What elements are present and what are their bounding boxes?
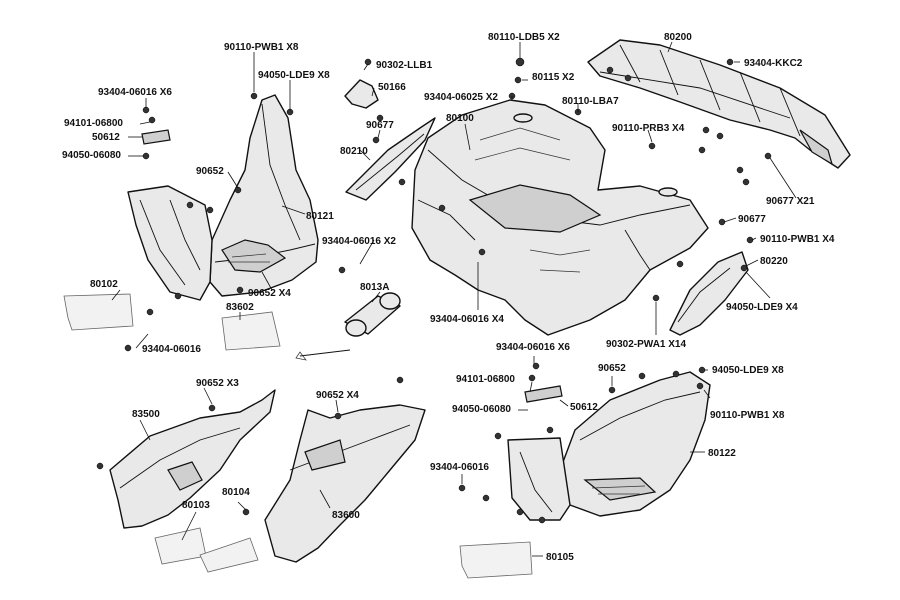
side-panel-80210 xyxy=(345,117,436,201)
label-93404-06016-x6-right: 93404-06016 X6 xyxy=(496,342,570,353)
label-93404-06016-left: 93404-06016 xyxy=(142,344,201,355)
label-94101-06800-right: 94101-06800 xyxy=(456,374,515,385)
label-83600: 83600 xyxy=(332,510,360,521)
label-80100: 80100 xyxy=(446,113,474,124)
label-80210: 80210 xyxy=(340,146,368,157)
label-80122: 80122 xyxy=(708,448,736,459)
label-90652-x3: 90652 X3 xyxy=(196,378,239,389)
label-83500: 83500 xyxy=(132,409,160,420)
label-93404-06016-x4: 93404-06016 X4 xyxy=(430,314,504,325)
side-panel-80220 xyxy=(669,251,749,336)
part-labels: 90110-PWB1 X8 94050-LDE9 X8 93404-06016 … xyxy=(62,32,835,563)
label-90652-left: 90652 xyxy=(196,166,224,177)
label-93404-06025-x2: 93404-06025 X2 xyxy=(424,92,498,103)
label-94050-lde9-x4: 94050-LDE9 X4 xyxy=(726,302,798,313)
label-80104: 80104 xyxy=(222,487,250,498)
strip-50612-right xyxy=(524,385,563,403)
label-90652-x4-left: 90652 X4 xyxy=(248,288,291,299)
label-93404-06016-x6-left: 93404-06016 X6 xyxy=(98,87,172,98)
label-8013A: 8013A xyxy=(360,282,389,293)
label-94050-lde9-x8-right: 94050-LDE9 X8 xyxy=(712,365,784,376)
label-80220: 80220 xyxy=(760,256,788,267)
label-90652-x4-mid: 90652 X4 xyxy=(316,390,359,401)
front-fender-83500 xyxy=(109,389,276,529)
label-80121: 80121 xyxy=(306,211,334,222)
rear-rack-cover-80200 xyxy=(587,39,851,169)
protective-mat-80102 xyxy=(63,293,134,331)
label-80200: 80200 xyxy=(664,32,692,43)
label-90110-pwb1-x8-right: 90110-PWB1 X8 xyxy=(710,410,785,421)
label-90652-right: 90652 xyxy=(598,363,626,374)
label-90677-left: 90677 xyxy=(366,120,394,131)
label-90110-pwb1-x8-left: 90110-PWB1 X8 xyxy=(224,42,299,53)
label-50166: 50166 xyxy=(378,82,406,93)
left-footrest-fender-80121 xyxy=(209,94,319,297)
label-94101-06800-left: 94101-06800 xyxy=(64,118,123,129)
label-83602: 83602 xyxy=(226,302,254,313)
label-80103: 80103 xyxy=(182,500,210,511)
label-50612-left: 50612 xyxy=(92,132,120,143)
protective-mat-80103 xyxy=(154,527,207,565)
label-94050-lde9-x8-left: 94050-LDE9 X8 xyxy=(258,70,330,81)
label-80102: 80102 xyxy=(90,279,118,290)
label-90302-llb1: 90302-LLB1 xyxy=(376,60,433,71)
label-90110-prb3-x4: 90110-PRB3 X4 xyxy=(612,123,685,134)
label-90677-x21: 90677 X21 xyxy=(766,196,815,207)
rear-fender-80100 xyxy=(411,99,709,336)
label-80115-x2: 80115 X2 xyxy=(532,72,575,83)
front-fender-83600 xyxy=(264,404,426,563)
label-80105: 80105 xyxy=(546,552,574,563)
label-90302-pwa1-x14: 90302-PWA1 X14 xyxy=(606,339,686,350)
tool-kit-8013A xyxy=(295,292,401,361)
label-93404-kkc2: 93404-KKC2 xyxy=(744,58,803,69)
foam-pad-83602 xyxy=(221,311,281,351)
fasteners xyxy=(96,57,772,524)
right-mudguard-80122 xyxy=(507,437,571,521)
protective-mat-80104 xyxy=(199,537,259,573)
label-93404-06016-x2: 93404-06016 X2 xyxy=(322,236,396,247)
left-mudguard-80102 xyxy=(127,185,213,301)
strip-50612-left xyxy=(141,129,171,145)
protective-mat-80105 xyxy=(459,541,533,579)
label-50612-right: 50612 xyxy=(570,402,598,413)
leader-lines xyxy=(111,41,797,557)
label-94050-06080-right: 94050-06080 xyxy=(452,404,511,415)
label-80110-ldb5-x2: 80110-LDB5 X2 xyxy=(488,32,560,43)
right-footrest-fender-80122 xyxy=(559,371,711,517)
bracket-50166 xyxy=(344,79,379,109)
label-94050-06080-left: 94050-06080 xyxy=(62,150,121,161)
label-90110-pwb1-x4: 90110-PWB1 X4 xyxy=(760,234,835,245)
label-80110-lba7: 80110-LBA7 xyxy=(562,96,619,107)
label-90677-right: 90677 xyxy=(738,214,766,225)
label-93404-06016-right: 93404-06016 xyxy=(430,462,489,473)
